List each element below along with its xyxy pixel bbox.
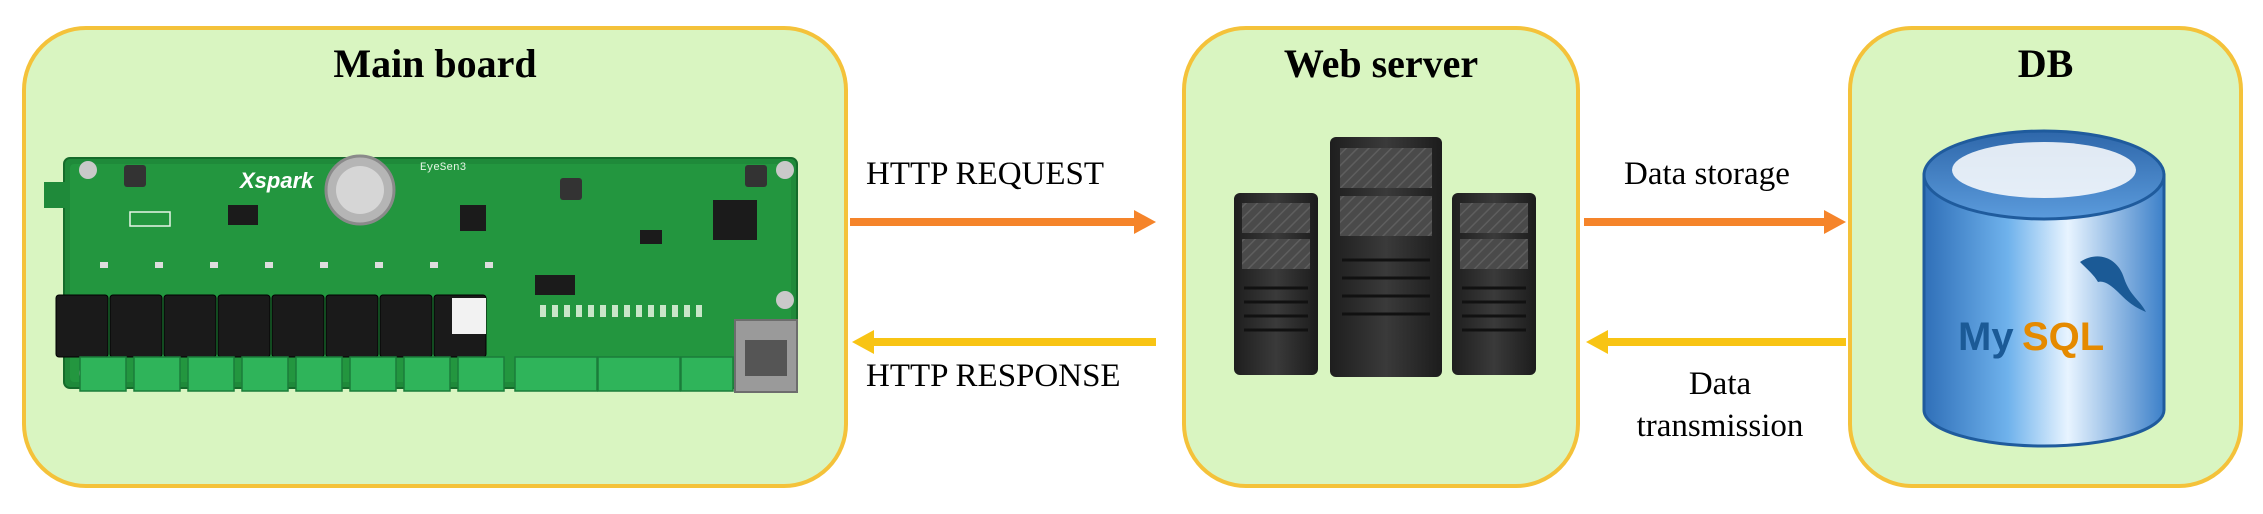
mysql-logo-sql: SQL (2022, 315, 2104, 359)
server-rack-icon (1234, 137, 1536, 377)
board-brand-text: Xspark (238, 168, 315, 193)
pcb-board-image: Xspark EyeSen3 (44, 154, 798, 393)
data-transmission-label-line1: Data (1688, 366, 1752, 402)
main-board-title: Main board (333, 41, 537, 86)
mysql-database-icon: My SQL (1922, 129, 2166, 448)
data-transmission-label-line2: transmission (1636, 408, 1804, 444)
http-request-arrow (850, 210, 1156, 234)
board-model-text: EyeSen3 (420, 162, 466, 174)
data-storage-arrow (1584, 210, 1846, 234)
web-server-title: Web server (1283, 41, 1479, 86)
http-request-label: HTTP REQUEST (866, 156, 1105, 192)
http-response-label: HTTP RESPONSE (866, 358, 1121, 394)
data-transmission-arrow (1586, 330, 1846, 354)
mysql-logo-my: My (1958, 315, 2014, 359)
data-storage-label: Data storage (1624, 156, 1790, 192)
db-title: DB (2017, 41, 2074, 86)
http-response-arrow (852, 330, 1156, 354)
